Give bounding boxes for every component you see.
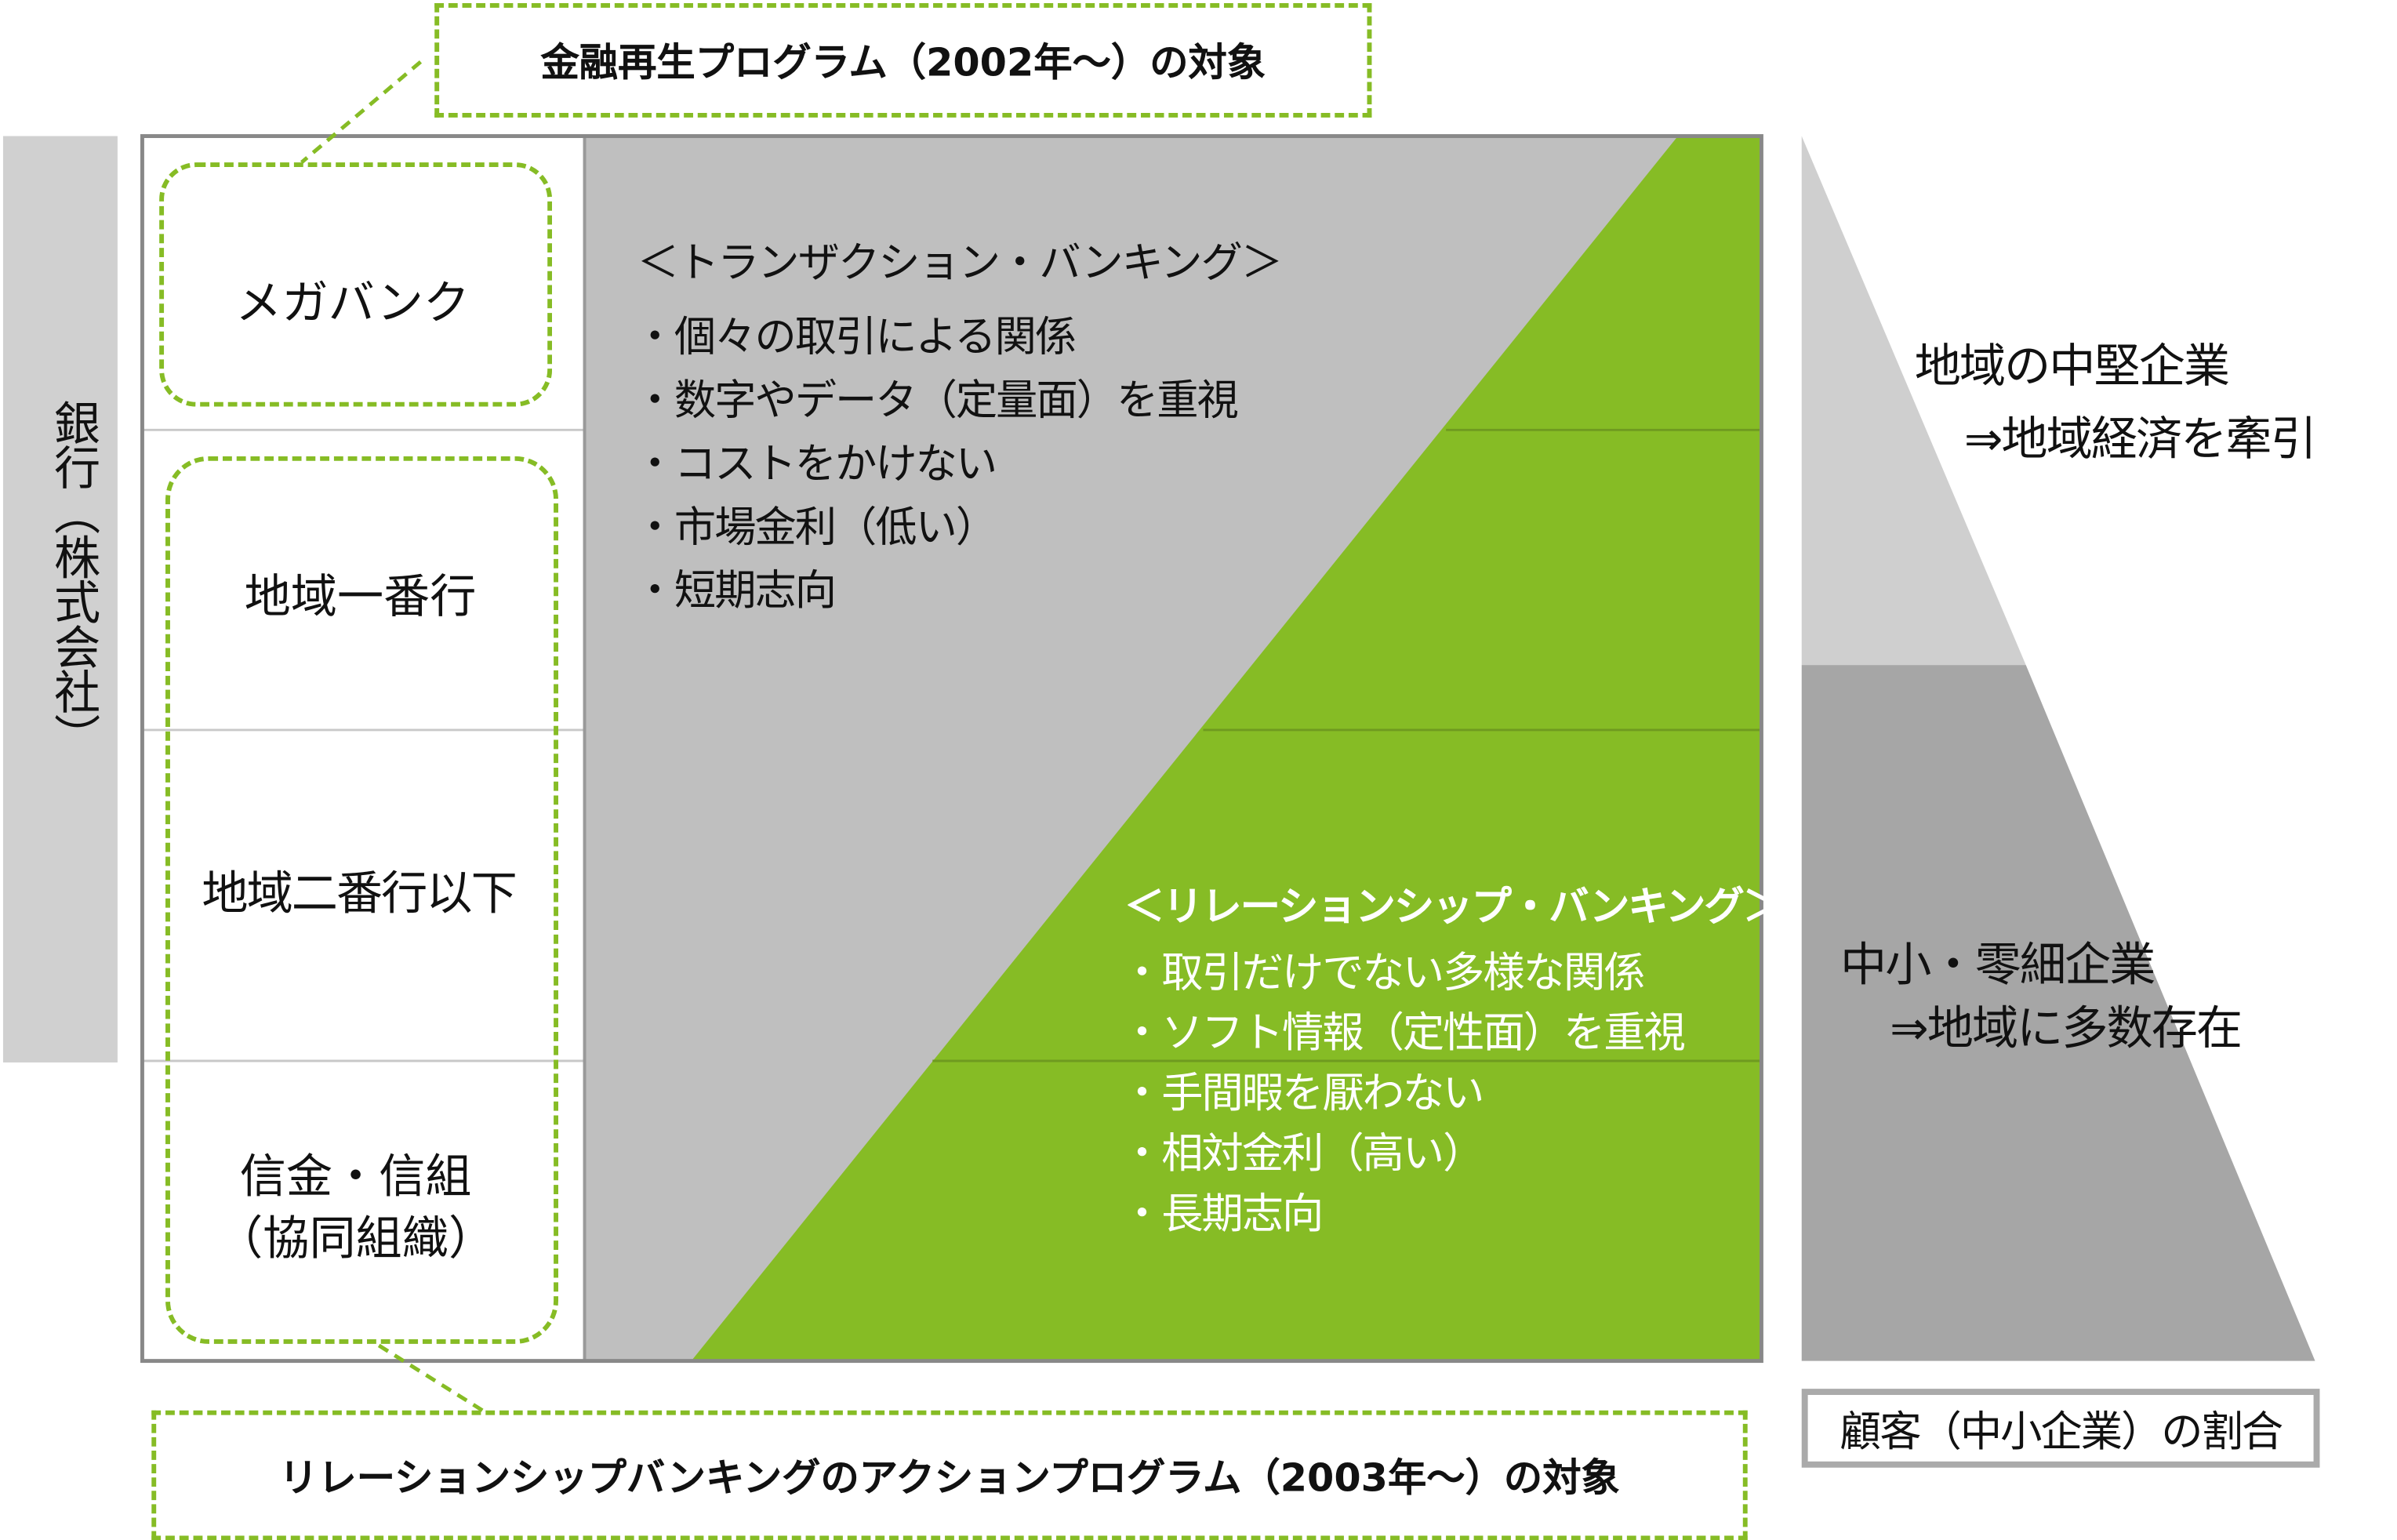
megabank-dashed-group (159, 162, 553, 407)
top-target-box: 金融再生プログラム（2002年〜）の対象 (434, 2, 1372, 118)
bottom-target-label: リレーションシップバンキングのアクションプログラム（2003年〜）の対象 (279, 1455, 1620, 1501)
upper-customer-line2: ⇒地域経済を牽引 (1963, 412, 2317, 467)
side-label: 銀行（株式会社） (45, 398, 100, 758)
transaction-item: ・コストをかけない (634, 441, 997, 489)
customer-ratio-label-box: 顧客（中小企業）の割合 (1801, 1389, 2320, 1468)
relationship-area (691, 136, 1762, 1361)
lower-customer-segment (1801, 665, 2315, 1361)
bank-type-regional-second: 地域二番行以下 (202, 867, 517, 922)
upper-customer-line1: 地域の中堅企業 (1914, 340, 2230, 394)
regional-dashed-group (165, 456, 559, 1344)
bottom-connector (377, 1343, 484, 1412)
bank-type-shinkin: 信金・信組 （協同組織） (216, 1150, 496, 1267)
bank-type-megabank: メガバンク (235, 277, 470, 332)
transaction-item: ・個々の取引による関係 (634, 314, 1077, 362)
relationship-title: ＜リレーションシップ・バンキング＞ (1124, 884, 1783, 932)
transaction-item: ・短期志向 (634, 567, 837, 616)
relationship-item: ・ソフト情報（定性面）を重視 (1120, 1009, 1686, 1059)
relationship-item: ・長期志向 (1120, 1190, 1324, 1239)
relationship-list: ・取引だけでない多様な関係 ・ソフト情報（定性面）を重視 ・手間暇を厭わない ・… (1120, 939, 1686, 1240)
top-target-label: 金融再生プログラム（2002年〜）の対象 (540, 40, 1266, 85)
left-column (142, 136, 585, 1361)
transaction-title: ＜トランザクション・バンキング＞ (637, 239, 1284, 288)
bottom-target-box: リレーションシップバンキングのアクションプログラム（2003年〜）の対象 (151, 1410, 1748, 1540)
matrix-frame (140, 134, 1763, 1364)
relationship-item: ・相対金利（高い） (1120, 1130, 1484, 1179)
bank-type-regional-first: 地域一番行 (244, 570, 477, 625)
bank-side-bar: 銀行（株式会社） (2, 136, 118, 1062)
customer-ratio-label: 顧客（中小企業）の割合 (1840, 1408, 2283, 1457)
transaction-item: ・数字やデータ（定量面）を重視 (634, 377, 1239, 426)
transaction-item: ・市場金利（低い） (634, 503, 997, 553)
lower-customer-line2: ⇒地域に多数存在 (1890, 1002, 2243, 1057)
relationship-item: ・取引だけでない多様な関係 (1120, 949, 1646, 998)
relationship-item: ・手間暇を厭わない (1120, 1070, 1484, 1118)
transaction-list: ・個々の取引による関係 ・数字やデータ（定量面）を重視 ・コストをかけない ・市… (634, 303, 1239, 620)
top-connector (300, 60, 423, 164)
lower-customer-line1: 中小・零細企業 (1840, 939, 2155, 993)
